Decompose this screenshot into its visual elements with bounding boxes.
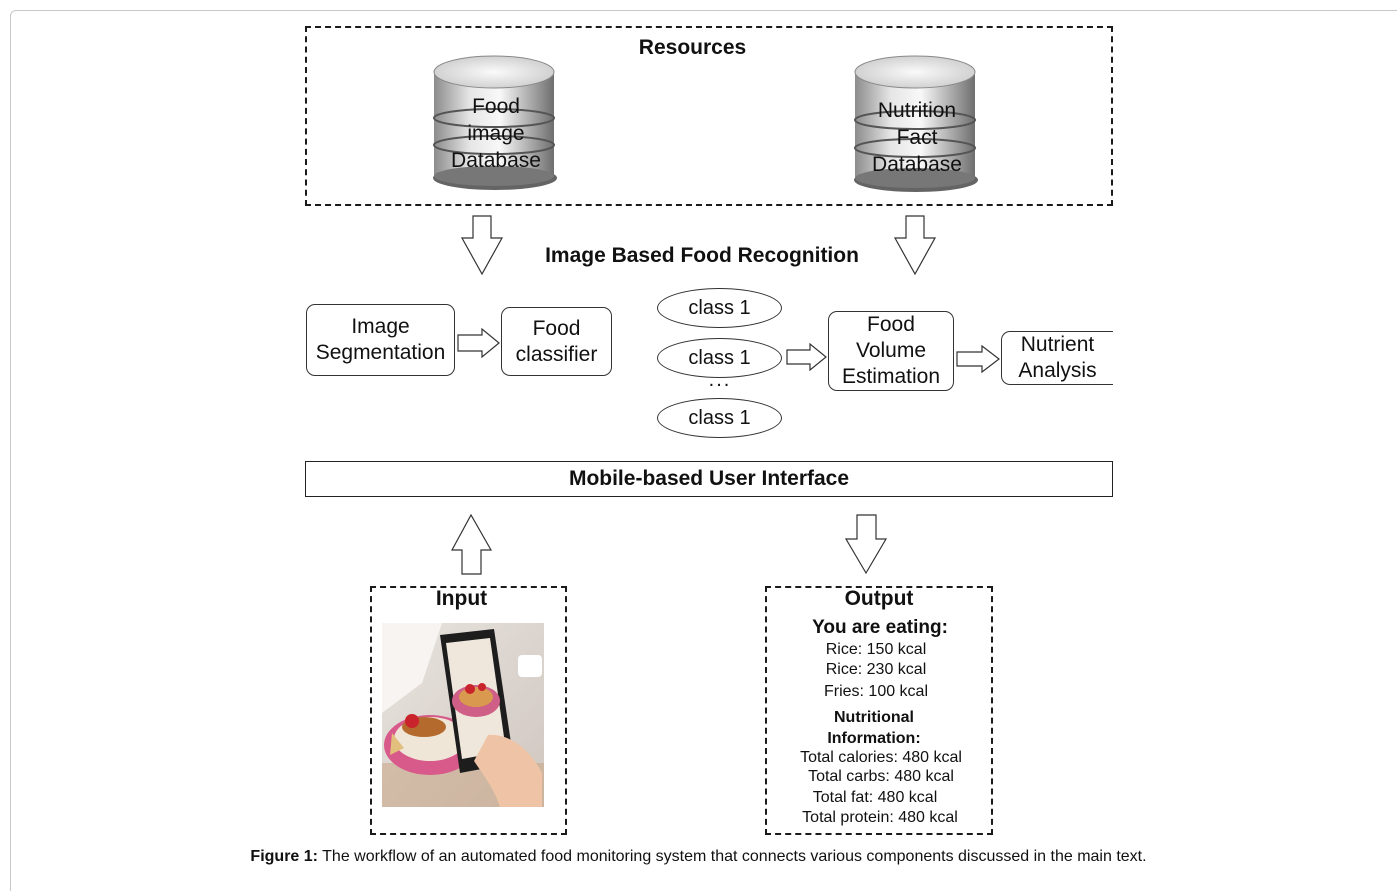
nutrient-analysis-box: Nutrient Analysis (1001, 331, 1113, 385)
db-left-line-2: image (467, 122, 524, 145)
mobile-interface-title: Mobile-based User Interface (568, 467, 850, 490)
db-left-line-1: Food (472, 95, 520, 118)
database-icon-food-image: Food image Database (433, 55, 557, 190)
output-total-fat: Total fat: 480 kcal (812, 789, 938, 806)
food-volume-estimation-box: Food Volume Estimation (828, 311, 954, 391)
output-total-protein: Total protein: 480 kcal (802, 809, 958, 826)
down-arrow-icon-left (460, 215, 504, 276)
class-oval-2: class 1 (657, 338, 782, 378)
db-right-line-2: Fact (897, 126, 938, 149)
output-item-3: Fries: 100 kcal (823, 683, 929, 700)
right-arrow-icon-volume-to-nutrient (956, 344, 1000, 374)
output-total-carbs: Total carbs: 480 kcal (808, 768, 954, 785)
class-oval-1: class 1 (657, 288, 782, 328)
database-icon-nutrition-fact: Nutrition Fact Database (854, 55, 978, 192)
class-ellipsis: ... (708, 369, 732, 391)
figure-caption: Figure 1: The workflow of an automated f… (0, 848, 1397, 866)
up-arrow-icon-input (450, 513, 493, 575)
recognition-title: Image Based Food Recognition (545, 244, 859, 267)
food-classifier-box: Food classifier (501, 307, 612, 376)
input-box (370, 586, 567, 835)
caption-label: Figure 1: (250, 848, 318, 865)
caption-text: The workflow of an automated food monito… (317, 848, 1147, 865)
right-arrow-icon-classes-to-volume (786, 342, 827, 372)
output-box (765, 586, 993, 835)
image-segmentation-box: Image Segmentation (306, 304, 455, 376)
right-arrow-icon-seg-to-classifier (457, 327, 500, 359)
output-heading: You are eating: (812, 617, 948, 638)
db-left-line-3: Database (451, 149, 541, 172)
resources-title: Resources (638, 36, 747, 59)
down-arrow-icon-output (844, 514, 888, 575)
output-item-2: Rice: 230 kcal (825, 661, 927, 678)
figure-frame (10, 10, 1397, 891)
down-arrow-icon-right (893, 215, 937, 276)
resources-box (305, 26, 1113, 206)
output-title: Output (844, 587, 914, 610)
db-right-line-1: Nutrition (878, 99, 956, 122)
mobile-interface-bar: Mobile-based User Interface (305, 461, 1113, 497)
food-photo-icon (382, 623, 544, 807)
output-total-calories: Total calories: 480 kcal (800, 749, 962, 766)
nutrition-heading: Nutritional Information: (827, 709, 921, 747)
class-oval-3: class 1 (657, 398, 782, 438)
input-title: Input (435, 587, 488, 610)
db-right-line-3: Database (872, 153, 962, 176)
output-item-1: Rice: 150 kcal (825, 641, 927, 658)
